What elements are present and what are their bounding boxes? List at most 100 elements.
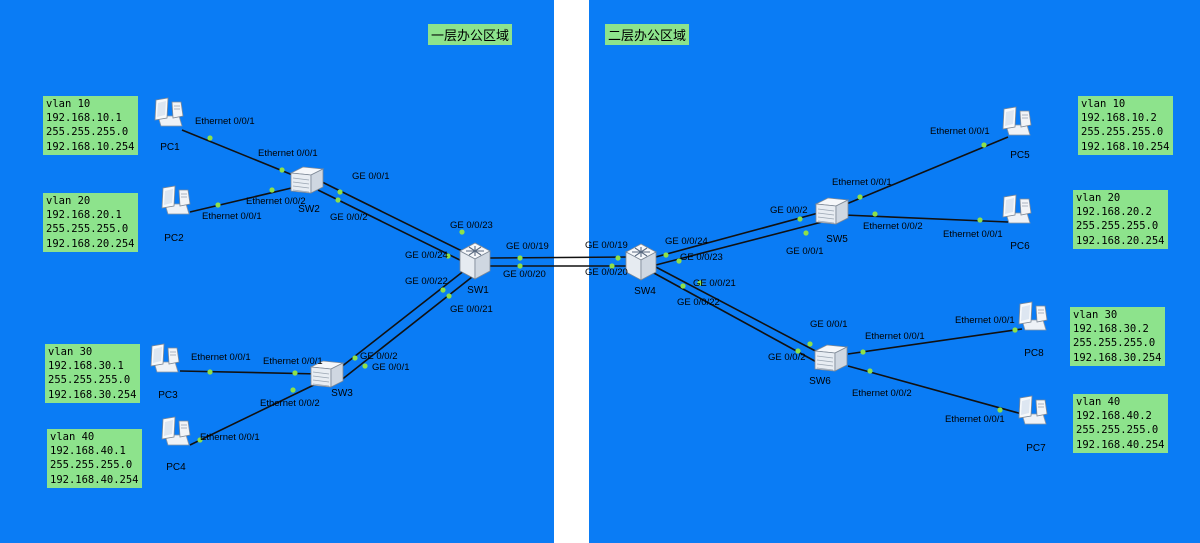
port-label: GE 0/0/22 <box>677 297 720 308</box>
link-pc3-sw3 <box>179 370 321 375</box>
port-dot <box>440 287 446 293</box>
pc7-info-box: vlan 40 192.168.40.2 255.255.255.0 192.1… <box>1073 394 1168 453</box>
sw4-icon[interactable] <box>625 243 657 281</box>
pc5-icon[interactable] <box>1002 106 1032 136</box>
pc1-icon[interactable] <box>154 97 184 127</box>
pc8-info-box: vlan 30 192.168.30.2 255.255.255.0 192.1… <box>1070 307 1165 366</box>
link-sw4-sw5 <box>651 211 823 259</box>
link-sw4-sw6 <box>651 271 823 366</box>
pc4-icon[interactable] <box>161 416 191 446</box>
pc5-info-box: vlan 10 192.168.10.2 255.255.255.0 192.1… <box>1078 96 1173 155</box>
vlan-label: vlan 20 <box>1076 192 1121 204</box>
port-label: GE 0/0/22 <box>405 276 448 287</box>
vlan-label: vlan 10 <box>46 98 91 110</box>
port-dot <box>459 229 465 235</box>
sw2-label: SW2 <box>298 204 320 215</box>
ip-address: 192.168.20.2 <box>1076 206 1152 219</box>
pc6-label: PC6 <box>1010 241 1030 252</box>
port-dot <box>1012 327 1018 333</box>
subnet-mask: 255.255.255.0 <box>1073 337 1156 350</box>
port-dot <box>446 293 452 299</box>
sw3-icon[interactable] <box>309 360 345 388</box>
port-dot <box>517 255 523 261</box>
pc1-info-box: vlan 10 192.168.10.1 255.255.255.0 192.1… <box>43 96 138 155</box>
port-dot <box>872 211 878 217</box>
port-label: Ethernet 0/0/1 <box>943 229 1003 240</box>
port-dot <box>680 283 686 289</box>
port-dot <box>517 263 523 269</box>
gateway: 192.168.20.254 <box>46 237 135 250</box>
pc6-info-box: vlan 20 192.168.20.2 255.255.255.0 192.1… <box>1073 190 1168 249</box>
port-dot <box>807 341 813 347</box>
port-label: Ethernet 0/0/2 <box>246 196 306 207</box>
subnet-mask: 255.255.255.0 <box>50 459 133 472</box>
port-label: GE 0/0/21 <box>450 304 493 315</box>
port-label: GE 0/0/2 <box>770 205 808 216</box>
ip-address: 192.168.40.1 <box>50 445 126 458</box>
port-label: GE 0/0/2 <box>330 212 368 223</box>
link-pc2-sw2 <box>189 185 301 213</box>
pc8-label: PC8 <box>1024 348 1044 359</box>
sw1-label: SW1 <box>467 285 489 296</box>
port-label: Ethernet 0/0/2 <box>260 398 320 409</box>
subnet-mask: 255.255.255.0 <box>1081 126 1164 139</box>
port-label: GE 0/0/2 <box>768 352 806 363</box>
sw6-icon[interactable] <box>813 344 849 372</box>
gateway: 192.168.20.254 <box>1076 234 1165 247</box>
pc3-info-box: vlan 30 192.168.30.1 255.255.255.0 192.1… <box>45 344 140 403</box>
port-label: Ethernet 0/0/1 <box>945 414 1005 425</box>
port-label: Ethernet 0/0/1 <box>832 177 892 188</box>
gateway: 192.168.30.254 <box>48 388 137 401</box>
subnet-mask: 255.255.255.0 <box>1076 220 1159 233</box>
subnet-mask: 255.255.255.0 <box>46 126 129 139</box>
sw1-icon[interactable] <box>459 242 491 280</box>
pc7-label: PC7 <box>1026 443 1046 454</box>
port-dot <box>292 370 298 376</box>
gateway: 192.168.40.254 <box>1076 438 1165 451</box>
gateway: 192.168.30.254 <box>1073 351 1162 364</box>
port-dot <box>215 202 221 208</box>
port-label: GE 0/0/21 <box>693 278 736 289</box>
pc8-icon[interactable] <box>1018 301 1048 331</box>
pc1-label: PC1 <box>160 142 180 153</box>
port-dot <box>663 252 669 258</box>
pc2-icon[interactable] <box>161 185 191 215</box>
port-label: Ethernet 0/0/1 <box>865 331 925 342</box>
port-dot <box>290 387 296 393</box>
sw5-label: SW5 <box>826 234 848 245</box>
port-label: GE 0/0/1 <box>372 362 410 373</box>
port-label: GE 0/0/1 <box>786 246 824 257</box>
vlan-label: vlan 40 <box>1076 396 1121 408</box>
ip-address: 192.168.10.1 <box>46 112 122 125</box>
port-label: Ethernet 0/0/1 <box>191 352 251 363</box>
link-sw6-pc8 <box>847 328 1023 355</box>
port-dot <box>445 253 451 259</box>
port-dot <box>977 217 983 223</box>
port-dot <box>997 407 1003 413</box>
port-label: GE 0/0/23 <box>450 220 493 231</box>
pc3-icon[interactable] <box>150 343 180 373</box>
link-sw2-sw1 <box>317 189 471 266</box>
ip-address: 192.168.20.1 <box>46 209 122 222</box>
link-sw2-sw1 <box>317 179 471 256</box>
pc5-label: PC5 <box>1010 150 1030 161</box>
sw5-icon[interactable] <box>814 197 850 225</box>
link-sw6-pc7 <box>847 365 1023 415</box>
port-dot <box>797 216 803 222</box>
port-dot <box>337 189 343 195</box>
vlan-label: vlan 30 <box>48 346 93 358</box>
port-label: Ethernet 0/0/1 <box>200 432 260 443</box>
port-dot <box>207 135 213 141</box>
area-title-right: 二层办公区域 <box>605 24 690 45</box>
subnet-mask: 255.255.255.0 <box>46 223 129 236</box>
port-label: GE 0/0/1 <box>810 319 848 330</box>
link-pc4-sw3 <box>189 381 321 446</box>
ip-address: 192.168.30.2 <box>1073 323 1149 336</box>
port-dot <box>981 142 987 148</box>
pc6-icon[interactable] <box>1002 194 1032 224</box>
pc7-icon[interactable] <box>1018 395 1048 425</box>
vlan-label: vlan 10 <box>1081 98 1126 110</box>
port-label: GE 0/0/20 <box>585 267 628 278</box>
port-label: GE 0/0/23 <box>680 252 723 263</box>
sw2-icon[interactable] <box>289 166 325 194</box>
